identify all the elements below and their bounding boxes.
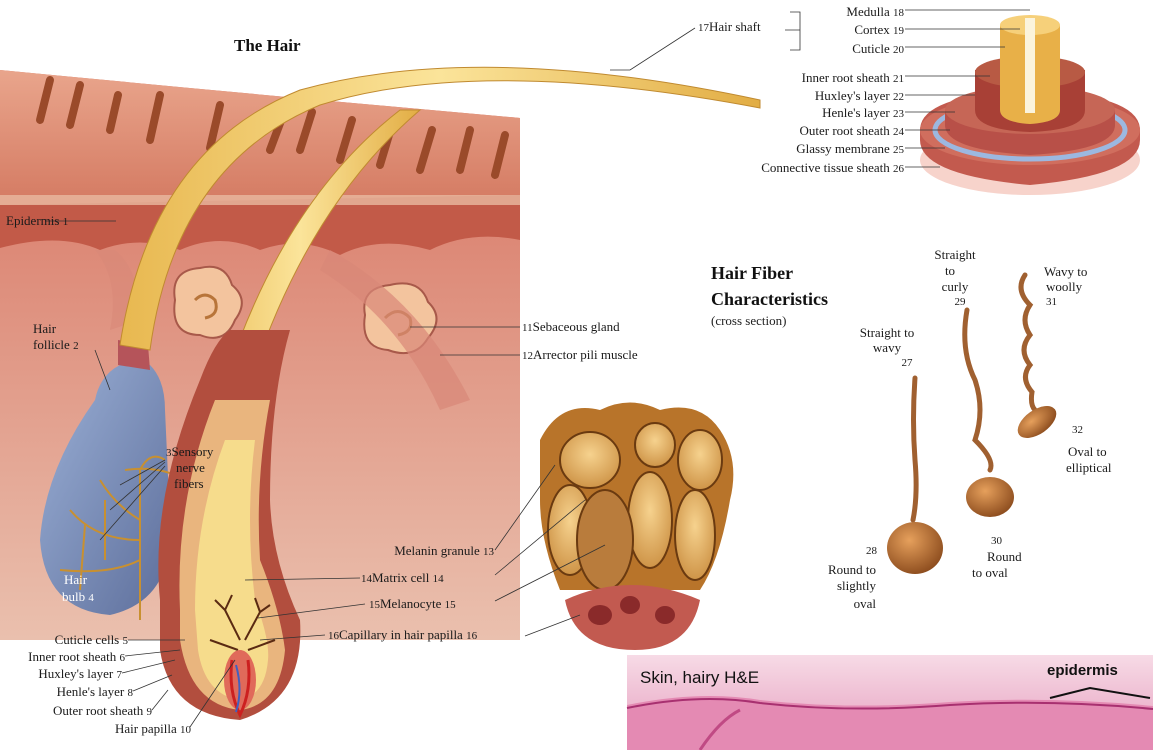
label-hair-bulb-1: Hair xyxy=(64,573,87,587)
label-cuticle: Cuticle 20 xyxy=(852,42,904,57)
label-straight-to-curly-3: curly xyxy=(920,280,990,294)
label-round-to-1: Round to xyxy=(828,563,876,577)
label-cortex: Cortex 19 xyxy=(854,23,904,38)
fiber-subtitle: (cross section) xyxy=(711,313,786,329)
label-henles-layer: Henle's layer 8 xyxy=(57,685,133,700)
label-straight-to-wavy-1: Straight to xyxy=(842,326,932,340)
label-straight-to-wavy-2: wavy xyxy=(842,341,932,355)
label-capillary: 16Capillary in hair papilla 16 xyxy=(328,628,477,643)
label-round-oval-2: to oval xyxy=(972,566,1008,580)
hair-cross-section xyxy=(920,15,1140,195)
label-hair-papilla: Hair papilla 10 xyxy=(115,722,191,737)
label-henles-layer-cs: Henle's layer 23 xyxy=(822,106,904,121)
label-melanocyte: 15Melanocyte 15 xyxy=(369,597,456,612)
label-huxleys-layer: Huxley's layer 7 xyxy=(38,667,122,682)
label-31: 31 xyxy=(1046,294,1057,309)
label-32: 32 xyxy=(1072,422,1083,437)
label-hair-follicle-1: Hair xyxy=(33,322,56,336)
label-huxleys-layer-cs: Huxley's layer 22 xyxy=(815,89,904,104)
micrograph-epidermis-label: epidermis xyxy=(1047,662,1118,679)
fiber-oval-cross-section xyxy=(1012,400,1062,445)
fiber-round-cross-section xyxy=(887,522,943,574)
label-30: 30 xyxy=(991,533,1002,548)
label-28: 28 xyxy=(866,543,877,558)
label-wavy-woolly-2: woolly xyxy=(1046,280,1082,294)
fiber-round-to-oval-cross-section xyxy=(966,477,1014,517)
label-straight-to-curly-2: to xyxy=(920,264,980,278)
fiber-title-line1: Hair Fiber xyxy=(711,262,793,284)
label-glassy-membrane: Glassy membrane 25 xyxy=(796,142,904,157)
label-inner-root-sheath: Inner root sheath 6 xyxy=(28,650,125,665)
label-27: 27 xyxy=(862,355,952,370)
matrix-cell-closeup xyxy=(540,403,733,651)
fiber-straight-to-wavy xyxy=(913,378,916,520)
label-hair-shaft: 17Hair shaft xyxy=(698,20,761,35)
label-connective-tissue-sheath: Connective tissue sheath 26 xyxy=(761,161,904,176)
label-matrix-cell: 14Matrix cell 14 xyxy=(361,571,444,586)
micrograph-title: Skin, hairy H&E xyxy=(640,668,759,688)
label-oval-elliptical-2: elliptical xyxy=(1066,461,1111,475)
label-cuticle-cells: Cuticle cells 5 xyxy=(55,633,128,648)
label-round-to-2: slightly xyxy=(837,579,876,593)
label-hair-follicle-2: follicle 2 xyxy=(33,338,79,353)
label-sebaceous-gland: 11Sebaceous gland xyxy=(522,320,620,335)
label-round-oval-1: Round xyxy=(987,550,1022,564)
label-arrector-pili: 12Arrector pili muscle xyxy=(522,348,638,363)
label-sensory-3: fibers xyxy=(174,477,204,491)
label-epidermis: Epidermis 1 xyxy=(6,214,68,229)
label-hair-bulb-2: bulb 4 xyxy=(62,590,94,605)
label-sensory-2: nerve xyxy=(176,461,205,475)
label-29: 29 xyxy=(925,294,995,309)
label-outer-root-sheath-cs: Outer root sheath 24 xyxy=(799,124,904,139)
label-sensory-1: 3Sensory xyxy=(166,445,213,460)
label-round-to-3: oval xyxy=(854,597,876,611)
label-inner-root-sheath-cs: Inner root sheath 21 xyxy=(802,71,904,86)
label-oval-elliptical-1: Oval to xyxy=(1068,445,1107,459)
label-melanin-granule: Melanin granule 13 xyxy=(394,544,494,559)
label-outer-root-sheath: Outer root sheath 9 xyxy=(53,704,152,719)
diagram-title: The Hair xyxy=(234,36,301,56)
label-straight-to-curly-1: Straight xyxy=(920,248,990,262)
label-wavy-woolly-1: Wavy to xyxy=(1044,265,1087,279)
fiber-title-line2: Characteristics xyxy=(711,288,828,310)
label-medulla: Medulla 18 xyxy=(846,5,904,20)
